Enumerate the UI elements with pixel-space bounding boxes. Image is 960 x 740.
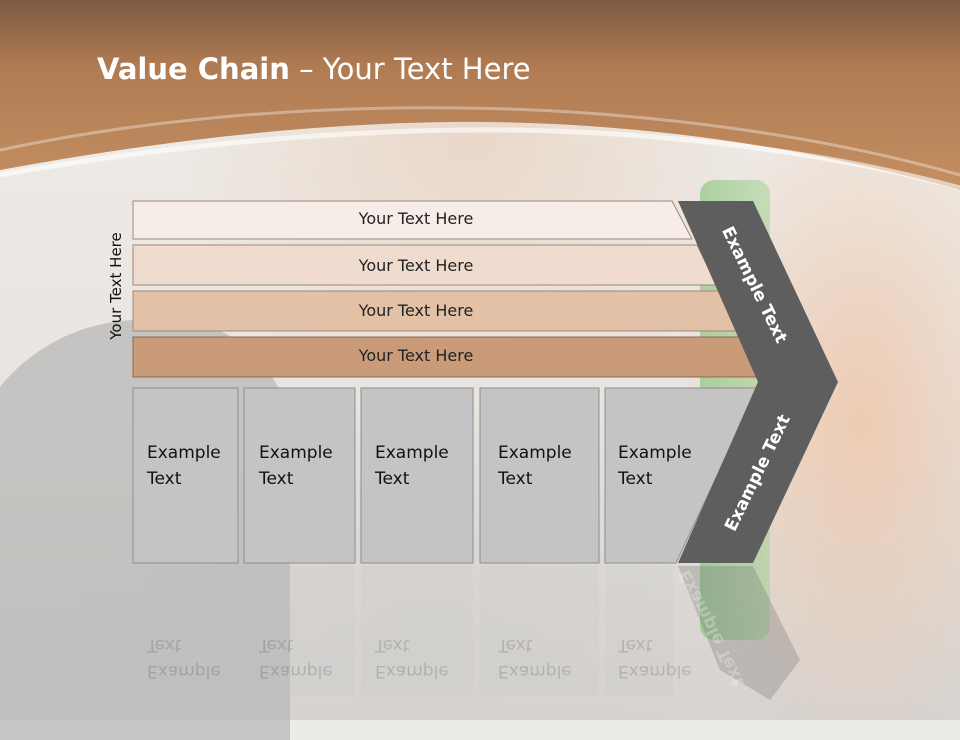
activity-cell-1 (132, 387, 239, 564)
support-bar-1 (132, 200, 693, 240)
slide-title-rest: – Your Text Here (289, 52, 531, 86)
margin-chevron (678, 201, 838, 563)
value-chain-diagram (132, 200, 838, 700)
activity-cell-4 (479, 387, 600, 564)
margin-chevron-reflection (678, 566, 800, 700)
cell-reflections (133, 566, 673, 696)
slide-title-bold: Value Chain (97, 52, 290, 86)
support-bar-1-label: Your Text Here (358, 209, 474, 228)
support-bar-2-label: Your Text Here (358, 256, 474, 275)
slide-title: Value Chain – Your Text Here (97, 52, 531, 86)
activity-cell-5 (604, 387, 759, 564)
activity-cell-3 (360, 387, 474, 564)
header-band (0, 0, 960, 191)
activity-cell-2 (243, 387, 356, 564)
support-bar-4-label: Your Text Here (358, 346, 474, 365)
support-bar-3-label: Your Text Here (358, 301, 474, 320)
